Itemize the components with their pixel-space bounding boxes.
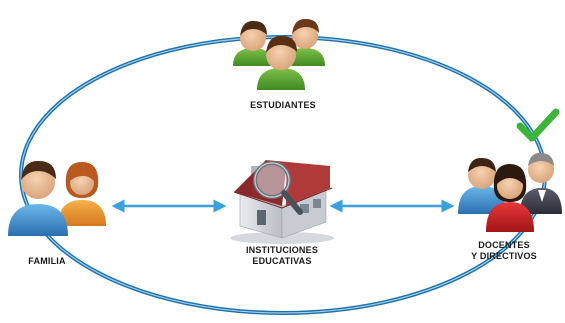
school-house-magnifier-icon <box>230 160 334 244</box>
teachers-label-line2: Y DIRECTIVOS <box>471 251 537 261</box>
institutions-label-line1: INSTITUCIONES <box>245 245 319 255</box>
students-label: ESTUDIANTES <box>250 100 316 110</box>
teachers-label-line1: DOCENTES <box>478 240 530 250</box>
teachers-group-icon <box>458 152 562 232</box>
family-couple-icon <box>8 160 106 236</box>
family-label: FAMILIA <box>28 256 66 266</box>
institutions-label-line2: EDUCATIVAS <box>252 256 312 266</box>
students-group-icon <box>233 18 325 90</box>
green-check-icon <box>516 108 560 142</box>
